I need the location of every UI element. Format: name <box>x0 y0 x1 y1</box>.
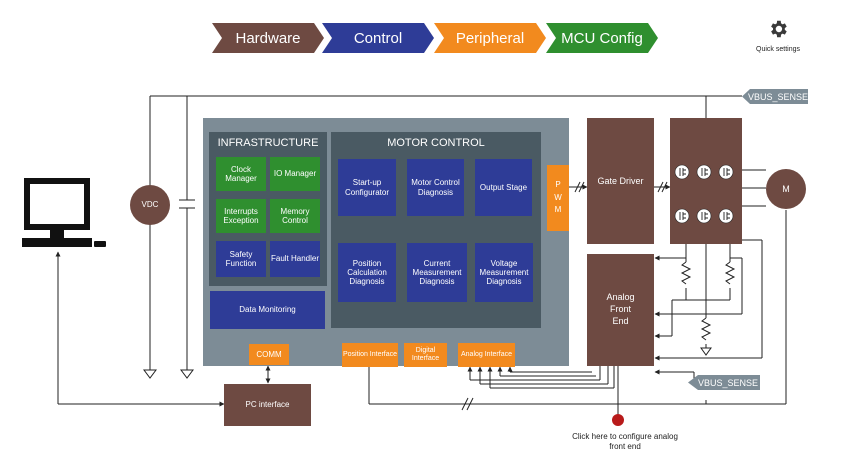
memory-control-block[interactable]: Memory Control <box>270 199 320 233</box>
analog-front-end-block[interactable]: Analog Front End <box>587 254 654 366</box>
startup-configurator-label: Start-up Configurator <box>344 178 390 197</box>
motor-control-title: MOTOR CONTROL <box>387 137 485 149</box>
analog-interface-label: Analog Interface <box>461 350 512 358</box>
position-interface-label: Position Interface <box>342 350 398 358</box>
current-measurement-diagnosis-block[interactable]: Current Measurement Diagnosis <box>407 243 467 302</box>
comm-label: COMM <box>256 349 282 359</box>
vbus-sense-bottom-label: VBUS_SENSE <box>697 377 759 388</box>
vbus-sense-tag-bottom: VBUS_SENSE <box>688 375 760 390</box>
tab-hardware-label: Hardware <box>235 29 301 47</box>
fault-handler-label: Fault Handler <box>270 254 320 264</box>
output-stage-label: Output Stage <box>479 182 528 192</box>
fault-handler-block[interactable]: Fault Handler <box>270 241 320 277</box>
data-monitoring-label: Data Monitoring <box>239 305 296 315</box>
memory-control-label: Memory Control <box>280 206 310 225</box>
tab-control-label: Control <box>353 29 403 47</box>
clock-manager-label: Clock Manager <box>225 164 257 183</box>
infrastructure-title: INFRASTRUCTURE <box>217 137 319 149</box>
pwm-block[interactable]: P W M <box>547 165 569 231</box>
safety-function-block[interactable]: Safety Function <box>216 241 266 277</box>
output-stage-block[interactable]: Output Stage <box>475 159 532 216</box>
pc-icon <box>22 178 106 247</box>
voltage-measurement-diagnosis-block[interactable]: Voltage Measurement Diagnosis <box>475 243 533 302</box>
vbus-sense-tag-top: VBUS_SENSE <box>742 89 808 104</box>
gate-driver-label: Gate Driver <box>597 175 644 186</box>
motor: M <box>766 181 806 197</box>
vdc-label: VDC <box>141 200 159 210</box>
motor-control-diagnosis-block[interactable]: Motor Control Diagnosis <box>407 159 464 216</box>
safety-function-label: Safety Function <box>225 249 257 268</box>
tab-hardware[interactable]: Hardware <box>212 23 324 53</box>
tab-peripheral[interactable]: Peripheral <box>434 23 546 53</box>
quick-settings-label: Quick settings <box>756 46 800 53</box>
vdc-source: VDC <box>130 197 170 213</box>
interrupts-exception-label: Interrupts Exception <box>223 206 259 225</box>
pc-interface-label: PC interface <box>245 400 290 410</box>
motor-control-diagnosis-label: Motor Control Diagnosis <box>411 178 460 197</box>
position-calculation-diagnosis-label: Position Calculation Diagnosis <box>347 258 387 287</box>
position-interface-block[interactable]: Position Interface <box>342 343 398 367</box>
afe-config-marker[interactable] <box>612 414 624 426</box>
tab-mcu-config[interactable]: MCU Config <box>546 23 658 53</box>
position-calculation-diagnosis-block[interactable]: Position Calculation Diagnosis <box>338 243 396 302</box>
analog-interface-block[interactable]: Analog Interface <box>458 343 515 367</box>
gate-driver-block[interactable]: Gate Driver <box>587 118 654 244</box>
voltage-measurement-diagnosis-label: Voltage Measurement Diagnosis <box>479 258 529 287</box>
interrupts-exception-block[interactable]: Interrupts Exception <box>216 199 266 233</box>
io-manager-block[interactable]: IO Manager <box>270 157 320 191</box>
data-monitoring-block[interactable]: Data Monitoring <box>210 291 325 329</box>
analog-front-end-label: Analog Front End <box>606 292 635 326</box>
tab-control[interactable]: Control <box>322 23 434 53</box>
tab-mcu-config-label: MCU Config <box>561 29 643 47</box>
gear-icon <box>771 20 787 38</box>
vbus-sense-top-label: VBUS_SENSE <box>747 91 809 102</box>
comm-interface-block[interactable]: COMM <box>249 344 289 365</box>
current-measurement-diagnosis-label: Current Measurement Diagnosis <box>412 258 462 287</box>
quick-settings-button[interactable]: Quick settings <box>752 18 804 53</box>
pc-interface-block[interactable]: PC interface <box>224 384 311 426</box>
digital-interface-label: Digital Interface <box>411 346 440 362</box>
pwm-label: P W M <box>554 179 562 215</box>
tab-peripheral-label: Peripheral <box>455 29 525 47</box>
afe-config-hint[interactable]: Click here to configure analog front end <box>572 432 678 451</box>
startup-configurator-block[interactable]: Start-up Configurator <box>338 159 396 216</box>
digital-interface-block[interactable]: Digital Interface <box>404 343 447 367</box>
io-manager-label: IO Manager <box>273 169 317 179</box>
clock-manager-block[interactable]: Clock Manager <box>216 157 266 191</box>
motor-label: M <box>782 183 790 194</box>
